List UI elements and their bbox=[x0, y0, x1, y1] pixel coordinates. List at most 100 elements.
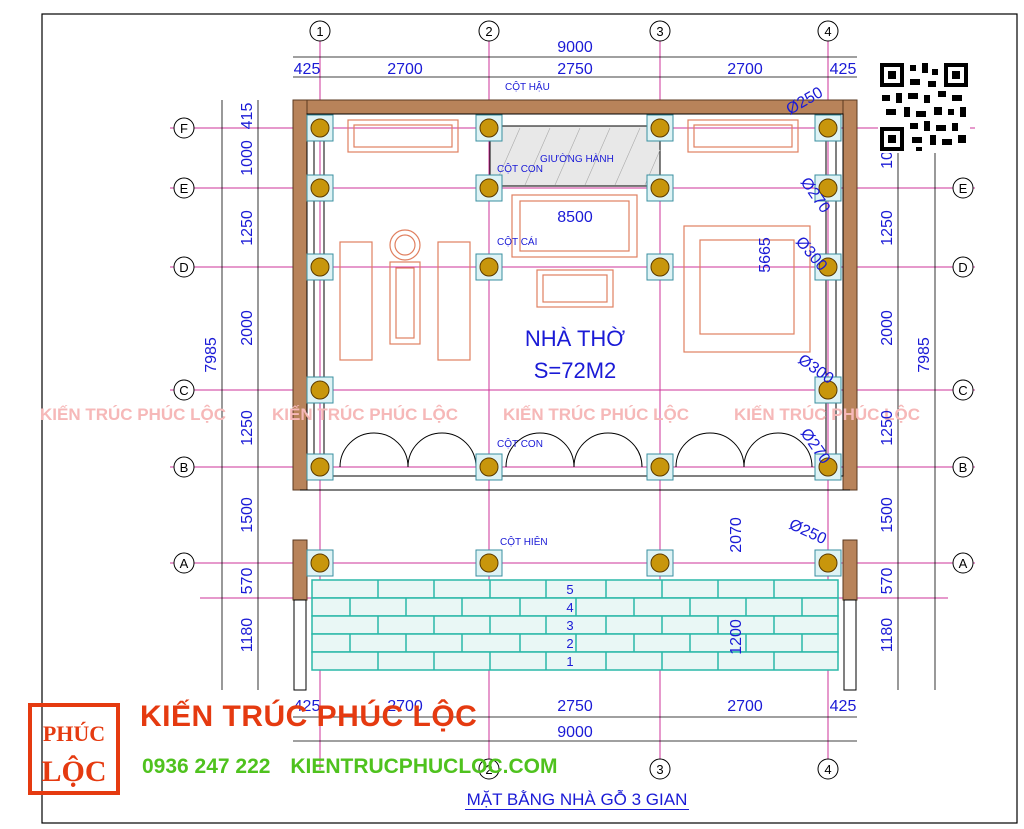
column bbox=[818, 553, 838, 573]
axis-bubble bbox=[952, 256, 974, 278]
axis-label: 2 bbox=[485, 24, 492, 39]
front-doors bbox=[339, 432, 813, 468]
axis-label: C bbox=[958, 383, 967, 398]
column bbox=[818, 118, 838, 138]
axis-bubble bbox=[649, 758, 671, 780]
dim-top: 2750 bbox=[557, 61, 593, 78]
dimension-lines bbox=[221, 56, 936, 742]
axis-bubble bbox=[478, 20, 500, 42]
dim-left: 415 bbox=[239, 103, 256, 130]
dim-bottom: 425 bbox=[830, 698, 857, 715]
dim-left: 2000 bbox=[239, 310, 256, 346]
dim-right: 1250 bbox=[879, 210, 896, 246]
qr-code-icon bbox=[878, 61, 970, 153]
axis-bubble bbox=[952, 379, 974, 401]
column bbox=[479, 553, 499, 573]
column bbox=[818, 257, 838, 277]
axis-label: 2 bbox=[485, 762, 492, 777]
column bbox=[818, 457, 838, 477]
axis-bubble bbox=[309, 20, 331, 42]
dim-left-total: 7985 bbox=[203, 337, 220, 373]
axis-bubble bbox=[173, 177, 195, 199]
axis-bubble bbox=[173, 552, 195, 574]
axis-label: F bbox=[180, 121, 188, 136]
label-cot-hau: CỘT HẬU bbox=[505, 80, 550, 93]
axis-label: E bbox=[180, 181, 189, 196]
room-area: S=72M2 bbox=[534, 358, 617, 383]
axis-label: 1 bbox=[316, 24, 323, 39]
column bbox=[818, 178, 838, 198]
dim-top: 2700 bbox=[727, 61, 763, 78]
front-steps bbox=[311, 579, 839, 671]
website-link[interactable]: KIENTRUCPHUCLOC.COM bbox=[290, 755, 558, 778]
phone-number[interactable]: 0936 247 222 bbox=[142, 755, 271, 778]
dim-left: 1180 bbox=[239, 618, 256, 653]
watermark-text: KIẾN TRÚC PHÚC LỘC bbox=[272, 405, 458, 424]
axis-bubble bbox=[173, 256, 195, 278]
axis-label: A bbox=[180, 556, 189, 571]
axis-label: 3 bbox=[656, 762, 663, 777]
axis-label: D bbox=[958, 260, 967, 275]
dim-bottom: 2700 bbox=[727, 698, 763, 715]
dim-bottom: 2750 bbox=[557, 698, 593, 715]
axis-bubble bbox=[173, 117, 195, 139]
column bbox=[479, 178, 499, 198]
column bbox=[479, 118, 499, 138]
dim-top: 425 bbox=[294, 61, 321, 78]
dim-bottom: 2700 bbox=[387, 698, 423, 715]
column bbox=[650, 118, 670, 138]
watermark-text: KIẾN TRÚC PHÚC LỘC bbox=[503, 405, 689, 424]
giuong-hanh-area bbox=[489, 125, 661, 187]
furniture bbox=[339, 119, 811, 361]
label-cot-con-top: CỘT CON bbox=[497, 162, 543, 175]
axis-bubble bbox=[478, 758, 500, 780]
dim-top: 425 bbox=[830, 61, 857, 78]
contact-info: 0936 247 222 KIENTRUCPHUCLOC.COM bbox=[142, 755, 571, 779]
axis-label: B bbox=[959, 460, 968, 475]
column bbox=[310, 457, 330, 477]
column bbox=[650, 553, 670, 573]
dim-2070: 2070 bbox=[728, 517, 745, 553]
room-name: NHÀ THỜ bbox=[525, 326, 625, 351]
columns bbox=[306, 114, 842, 577]
logo-text-bottom: LỘC bbox=[41, 755, 106, 788]
axis-bubble bbox=[817, 20, 839, 42]
axis-bubble bbox=[173, 379, 195, 401]
axis-label: E bbox=[959, 181, 968, 196]
dim-left: 570 bbox=[239, 568, 256, 595]
dim-right: 1250 bbox=[879, 410, 896, 446]
step-label: 4 bbox=[566, 600, 573, 615]
label-cot-con-bottom: CỘT CON bbox=[497, 437, 543, 450]
dim-bottom: 425 bbox=[294, 698, 321, 715]
axis-bubble bbox=[952, 552, 974, 574]
drawing-title: MẶT BẰNG NHÀ GỖ 3 GIAN bbox=[464, 790, 690, 810]
column bbox=[650, 257, 670, 277]
axis-bubble bbox=[173, 456, 195, 478]
walls bbox=[292, 99, 858, 691]
column bbox=[650, 178, 670, 198]
dim-top: 2700 bbox=[387, 61, 423, 78]
axis-bubble bbox=[952, 177, 974, 199]
axis-label: 4 bbox=[824, 24, 831, 39]
watermark-text: KIẾN TRÚC PHÚC LỘC bbox=[40, 405, 226, 424]
dim-right: 10 bbox=[879, 151, 896, 169]
diameter-label: Ø250 bbox=[786, 516, 829, 548]
axis-label: C bbox=[179, 383, 188, 398]
column bbox=[310, 553, 330, 573]
column bbox=[310, 178, 330, 198]
column bbox=[310, 257, 330, 277]
dim-inner-width: 8500 bbox=[557, 209, 593, 226]
dim-1200: 1200 bbox=[728, 619, 745, 655]
dim-left: 1250 bbox=[239, 210, 256, 246]
dim-total-bottom: 9000 bbox=[557, 724, 593, 741]
dim-left: 1500 bbox=[239, 497, 256, 533]
axis-label: D bbox=[179, 260, 188, 275]
column bbox=[818, 380, 838, 400]
axis-label: A bbox=[959, 556, 968, 571]
dim-total-top: 9000 bbox=[557, 39, 593, 56]
dim-right: 2000 bbox=[879, 310, 896, 346]
watermark-text: KIẾN TRÚC PHÚC LỘC bbox=[734, 405, 920, 424]
step-label: 1 bbox=[566, 654, 573, 669]
